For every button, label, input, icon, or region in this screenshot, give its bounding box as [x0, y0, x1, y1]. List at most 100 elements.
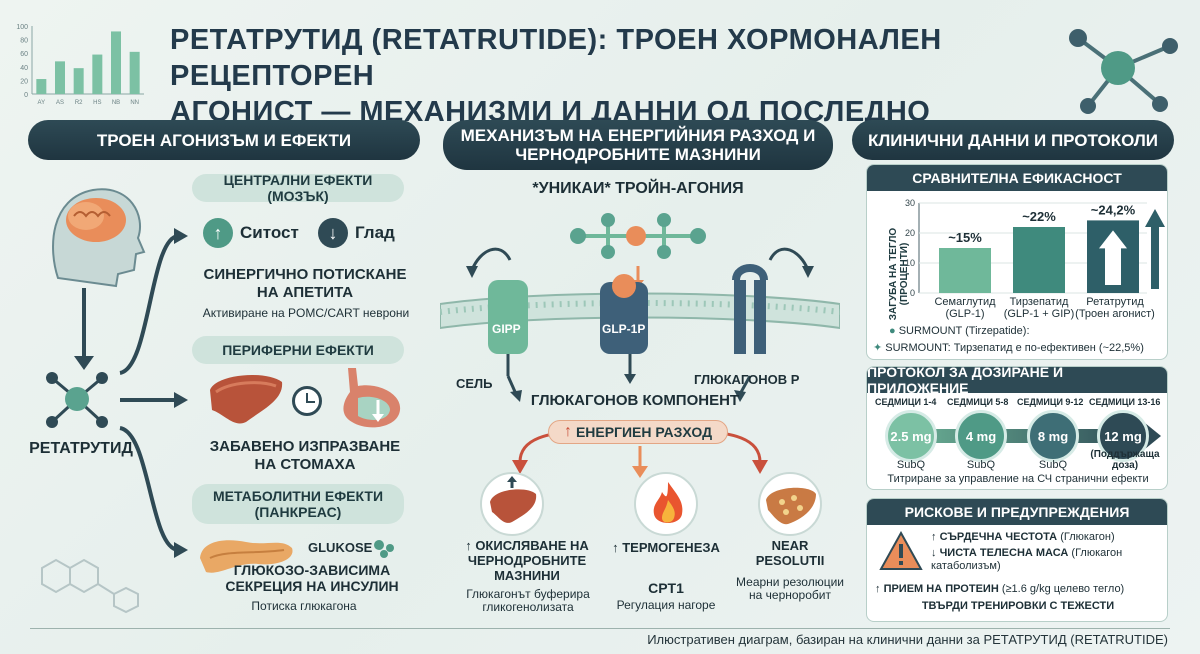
arrow-up-icon: ↑ [875, 583, 884, 595]
effect2-title-text: ТЕРМОГЕНЕЗА [622, 540, 720, 555]
footer-caption: Илюстративен диаграм, базиран на клиничн… [647, 632, 1168, 647]
efficacy-data-label-1: ~15% [948, 230, 982, 245]
mini-chart-ytick: 60 [20, 51, 28, 58]
dose-route-3: SubQ [1038, 459, 1068, 471]
mini-chart-ytick: 100 [16, 24, 28, 31]
protocol-card: ПРОТОКОЛ ЗА ДОЗИРАНЕ И ПРИЛОЖЕНИЕ СЕДМИЦ… [866, 366, 1168, 490]
risk-3-bold: ПРИЕМ НА ПРОТЕИН [883, 583, 999, 595]
risk-header: РИСКОВЕ И ПРЕДУПРЕЖДЕНИЯ [867, 499, 1167, 525]
molecule-icon [1069, 29, 1178, 114]
arrow-up-icon: ↑ [931, 531, 940, 543]
effect2-note: Регулация нагоре [616, 598, 716, 612]
peptide-chain-icon [570, 213, 706, 259]
dose-step-4: 12 mg [1097, 410, 1149, 462]
glucose-label: GLUKOSE [308, 540, 373, 555]
mini-chart-xtick: NN [130, 100, 139, 106]
metabolic-effects-header: МЕТАБОЛИТНИ ЕФЕКТИ (ПАНКРЕАС) [192, 484, 404, 524]
drug-label: РЕТАТРУТИД [29, 440, 133, 457]
peripheral-effect-title: ЗАБАВЕНО ИЗПРАЗВАНЕ НА СТОМАХА [209, 438, 401, 473]
risk-2-note: (Глюкагон катаболизъм) [931, 547, 1123, 572]
mini-chart-xtick: AY [38, 100, 46, 106]
efficacy-note-2: ✦ SURMOUNT: Тирзепатид е по-ефективен (~… [873, 342, 1144, 354]
arrow-up-icon: ↑ [612, 540, 623, 555]
protocol-header: ПРОТОКОЛ ЗА ДОЗИРАНЕ И ПРИЛОЖЕНИЕ [867, 367, 1167, 396]
effect2-title: ↑ ТЕРМОГЕНЕЗА [606, 540, 726, 555]
efficacy-data-label-2: ~22% [1022, 209, 1056, 224]
mini-chart-bar [129, 51, 140, 94]
receptor-glp1p-label: GLP-1P [602, 322, 646, 336]
dose-timeline-bar [887, 429, 1147, 443]
mini-chart-bar [92, 54, 103, 94]
effect1-title: ↑ ОКИСЛЯВАНЕ НА ЧЕРНОДРОБНИТЕ МАЗНИНИ [452, 538, 602, 583]
mini-chart-ytick: 20 [20, 78, 28, 85]
mini-chart-xtick: HS [93, 100, 101, 106]
efficacy-cat-3: Ретатрутид (Троен агонист) [1075, 296, 1155, 320]
flame-icon [634, 472, 698, 536]
effect3-note: Меарни резолюции на черноробит [736, 575, 844, 602]
mini-chart-xtick: NB [112, 100, 120, 106]
arrow-up-icon: ↑ [563, 423, 572, 440]
middle-column-header: МЕХАНИЗЪМ НА ЕНЕРГИЙНИЯ РАЗХОД И ЧЕРНОДР… [443, 120, 833, 170]
liver-icon [210, 375, 283, 424]
dose-step-3: 8 mg [1027, 410, 1079, 462]
dose-step-1: 2.5 mg [885, 410, 937, 462]
protocol-week-2: СЕДМИЦИ 5-8 [947, 397, 1009, 407]
protocol-week-4: СЕДМИЦИ 13-16 [1089, 397, 1161, 407]
warning-icon [879, 531, 923, 570]
risk-2-bold: ЧИСТА ТЕЛЕСНА МАСА [939, 547, 1069, 559]
clock-icon [292, 386, 322, 416]
efficacy-header: СРАВНИТЕЛНА ЕФИКАСНОСТ [867, 165, 1167, 191]
left-flow-arrows [74, 228, 188, 558]
protocol-note: Титриране за управление на СЧ странични … [887, 473, 1149, 485]
mini-chart-xtick: R2 [75, 100, 83, 106]
footer-divider [30, 628, 1170, 629]
energy-expenditure-label: ЕНЕРГИЕН РАЗХОД [575, 424, 713, 440]
efficacy-trend-arrow-icon [1145, 209, 1165, 289]
satiety-label: Ситост [240, 223, 299, 242]
cell-label: СЕЛЬ [456, 376, 493, 391]
mini-chart-bar [111, 31, 121, 94]
mini-chart-ytick: 80 [20, 38, 28, 45]
liver-effect-icon [480, 472, 544, 536]
mini-chart-bar [55, 61, 65, 94]
mechanism-subtitle: *УНИКАИ* ТРОЙН-АГОНИЯ [532, 180, 744, 197]
fatty-liver-icon [758, 472, 822, 536]
mini-chart-xtick: AS [56, 100, 64, 106]
effect1-note: Глюкагонът буферира гликогенолизата [466, 587, 590, 614]
efficacy-ytick: 10 [905, 258, 915, 268]
risk-3-note: (≥1.6 g/kg целево тегло) [1001, 583, 1125, 595]
chemical-structure-icon [41, 558, 139, 614]
glucagon-component-label: ГЛЮКАГОНОВ КОМПОНЕНТ [530, 392, 740, 409]
central-effect-title: СИНЕРГИЧНО ПОТИСКАНЕ НА АПЕТИТА [203, 266, 407, 301]
pancreas-icon [200, 540, 293, 573]
peripheral-effects-header: ПЕРИФЕРНИ ЕФЕКТИ [192, 336, 404, 364]
efficacy-ytick: 30 [905, 198, 915, 208]
left-column-header: ТРОЕН АГОНИЗЪМ И ЕФЕКТИ [28, 120, 420, 160]
efficacy-chart: 0 10 20 30 ~15% ~22% ~24,2% [905, 198, 1165, 298]
efficacy-ytick: 20 [905, 228, 915, 238]
efficacy-note-1-text: SURMOUNT (Tirzepatide): [898, 325, 1030, 337]
effect1-title-text: ОКИСЛЯВАНЕ НА ЧЕРНОДРОБНИТЕ МАЗНИНИ [467, 538, 589, 583]
metabolic-effect-note: Потиска глюкагона [251, 599, 357, 613]
cell-membrane-diagram [440, 247, 840, 402]
arrow-down-icon: ↓ [931, 547, 940, 559]
glucagon-receptor-label: ГЛЮКАГОНОВ Р [694, 372, 800, 387]
brain-head-icon [52, 188, 146, 288]
arrow-up-icon: ↑ [465, 538, 476, 553]
efficacy-note-2-text: SURMOUNT: Тирзепатид е по-ефективен (~22… [885, 342, 1144, 354]
risk-item-1: ↑ СЪРДЕЧНА ЧЕСТОТА (Глюкагон) [931, 531, 1115, 543]
efficacy-data-label-3: ~24,2% [1091, 202, 1136, 217]
mini-chart-ytick: 40 [20, 65, 28, 72]
protocol-week-1: СЕДМИЦИ 1-4 [875, 397, 937, 407]
efficacy-note-1: ● SURMOUNT (Tirzepatide): [889, 325, 1030, 337]
dose-timeline-arrow [1145, 423, 1161, 449]
arrow-down-icon: ↓ [318, 218, 348, 248]
risk-1-note: (Глюкагон) [1060, 531, 1115, 543]
dose-step-2: 4 mg [955, 410, 1007, 462]
hunger-label: Глад [355, 223, 395, 242]
dose-route-2: SubQ [966, 459, 996, 471]
risk-card: РИСКОВЕ И ПРЕДУПРЕЖДЕНИЯ ↑ СЪРДЕЧНА ЧЕСТ… [866, 498, 1168, 622]
central-effect-note: Активиране на POMC/CART неврони [202, 306, 410, 320]
drug-molecule-icon [46, 372, 108, 428]
efficacy-ytick: 0 [910, 288, 915, 298]
